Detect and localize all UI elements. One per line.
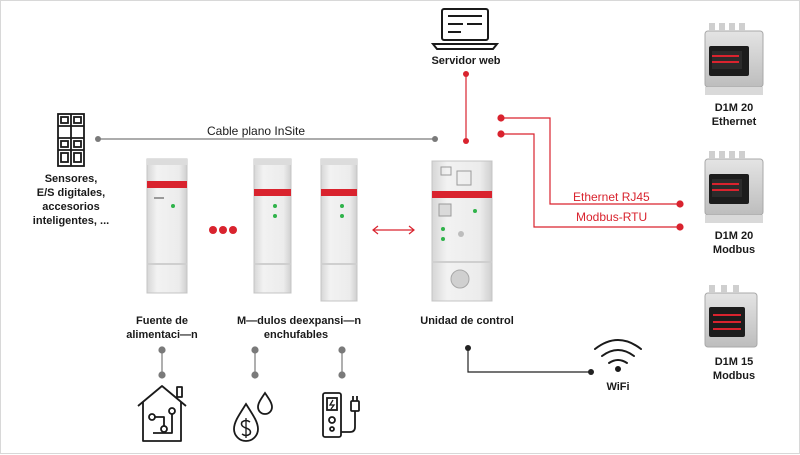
modules-label-part1: M—dulos de <box>237 315 303 327</box>
laptop-icon <box>430 8 500 50</box>
module1-connector <box>251 346 259 379</box>
sensors-label-line1: Sensores, <box>44 173 98 185</box>
expansion-module-2 <box>320 158 358 302</box>
control-unit-module <box>431 160 493 302</box>
control-unit-label: Unidad de control <box>420 315 514 327</box>
meter3-label-line2: Modbus <box>712 370 756 382</box>
wifi-link <box>465 345 594 375</box>
wifi-label: WiFi <box>606 381 630 393</box>
meter2-label-line2: Modbus <box>712 244 756 256</box>
power-supply-label-line2: alimentaci—n <box>126 329 198 341</box>
cable-insite-line <box>95 136 438 142</box>
ellipsis-dots <box>209 226 237 234</box>
meter-d1m20-ethernet <box>704 23 764 95</box>
sensors-label-line2: E/S digitales, <box>36 187 106 199</box>
meter2-label-line1: D1M 20 <box>714 230 754 242</box>
modules-label-line2: enchufables <box>263 329 329 341</box>
modbus-rtu-label: Modbus-RTU <box>576 210 648 224</box>
wifi-icon <box>594 339 642 372</box>
meter1-label-line1: D1M 20 <box>714 102 754 114</box>
module2-connector <box>338 346 346 379</box>
expansion-module-1 <box>253 158 292 294</box>
modules-label-line1: M—dulos deexpansi—n <box>237 315 361 328</box>
sensors-label-line3: accesorios <box>42 201 100 213</box>
web-server-link <box>463 71 469 144</box>
modbus-link <box>497 130 684 231</box>
water-drop-dollar-icon <box>233 391 273 442</box>
power-supply-label-line1: Fuente de <box>136 315 188 327</box>
ethernet-rj45-label: Ethernet RJ45 <box>573 190 650 204</box>
web-server-label: Servidor web <box>431 55 501 67</box>
power-connector <box>158 346 166 379</box>
meter3-label-line1: D1M 15 <box>714 356 754 368</box>
power-supply-module <box>146 158 188 294</box>
meter-d1m15-modbus <box>704 285 758 348</box>
ethernet-link <box>497 114 684 208</box>
modules-label-part2: expansi—n <box>302 315 362 327</box>
sensor-panel-icon <box>57 113 85 167</box>
house-circuit-icon <box>137 385 187 442</box>
ev-charger-icon <box>322 392 360 438</box>
meter1-label-line2: Ethernet <box>711 116 757 128</box>
meter-d1m20-modbus <box>704 151 764 223</box>
bus-link-arrow <box>372 225 415 235</box>
cable-label: Cable plano InSite <box>207 124 306 138</box>
sensors-label-line4: inteligentes, ... <box>32 215 110 227</box>
